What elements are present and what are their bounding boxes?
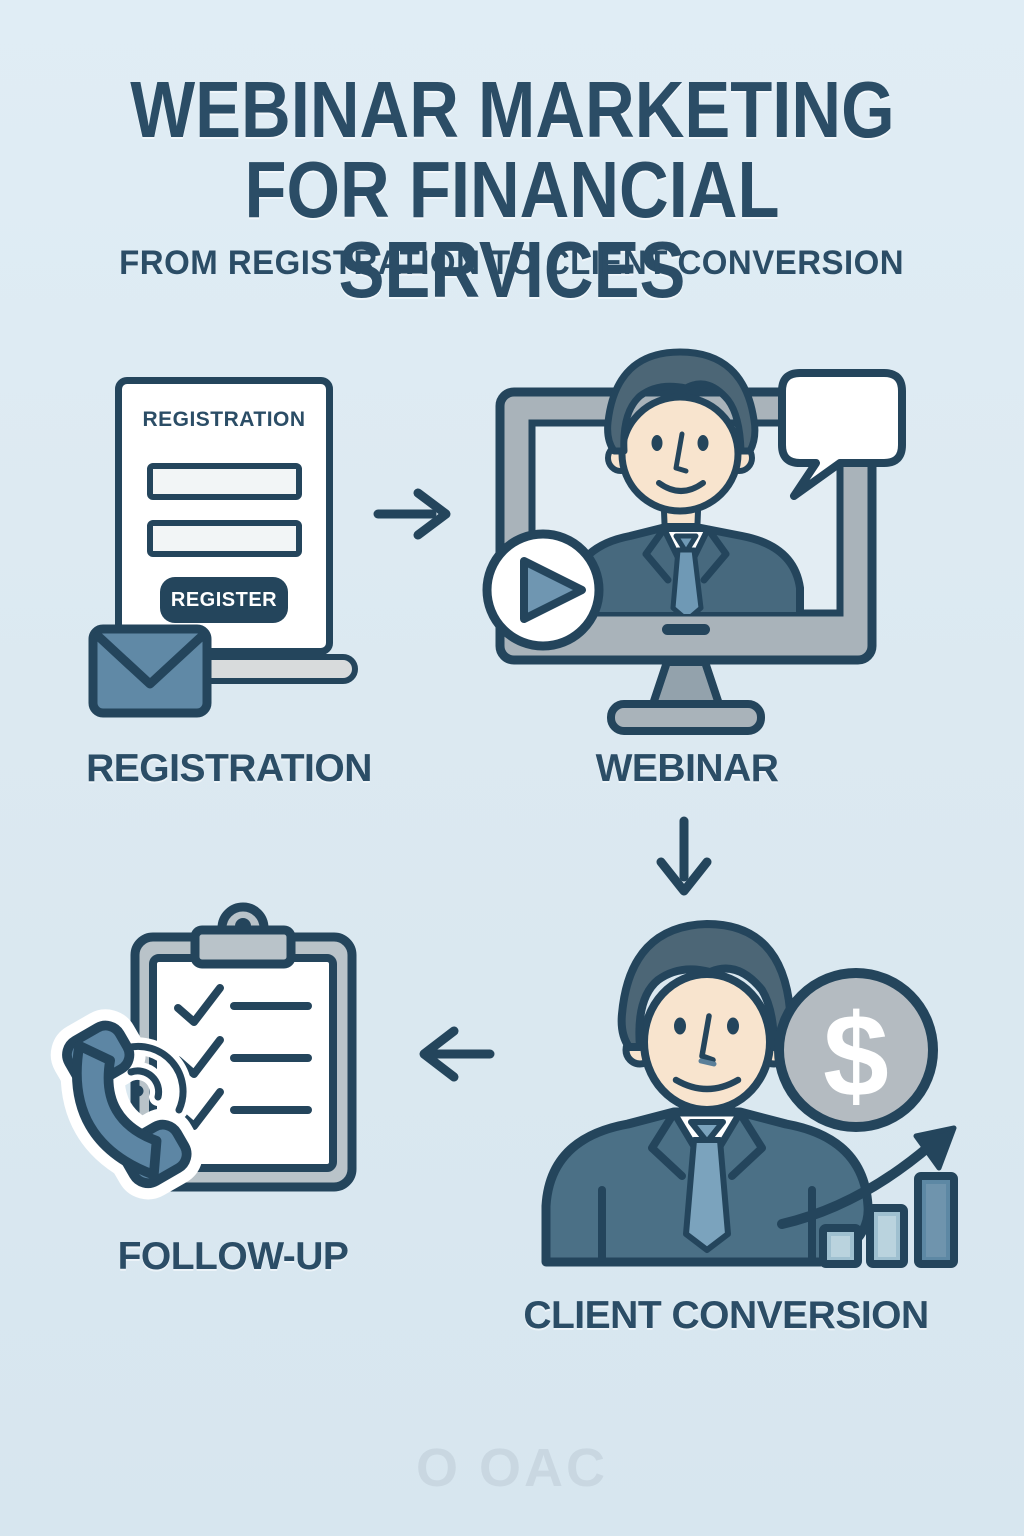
dollar-coin-icon: $: [774, 968, 938, 1132]
sound-waves: [122, 1042, 187, 1114]
step-label-registration: REGISTRATION: [86, 747, 372, 790]
speech-bubble-icon: [778, 369, 906, 500]
register-button: REGISTER: [160, 577, 288, 623]
email-envelope-icon: [88, 624, 212, 718]
step-label-webinar: WEBINAR: [595, 747, 779, 790]
registration-form-title: REGISTRATION: [142, 408, 306, 431]
dollar-symbol: $: [823, 990, 889, 1122]
arrow-down-icon: [656, 816, 712, 896]
step-label-follow-up: FOLLOW-UP: [117, 1235, 349, 1278]
client-conversion-icon: $: [541, 920, 958, 1268]
form-base-bar: [200, 654, 358, 684]
page-subtitle: FROM REGISTRATION TO CLIENT CONVERSION: [119, 244, 905, 282]
title-line-2: FOR FINANCIAL SERVICES: [244, 145, 780, 314]
monitor-button: [662, 624, 710, 635]
form-field-1: [147, 463, 302, 500]
monitor-base: [607, 700, 765, 735]
webinar-monitor-icon: [482, 348, 906, 735]
brand-watermark: O OAC: [415, 1438, 608, 1498]
hair: [604, 348, 759, 455]
step-label-client-conversion: CLIENT CONVERSION: [523, 1294, 929, 1337]
phone-handset-icon: [62, 1020, 192, 1189]
monitor-stand: [649, 658, 723, 708]
clipboard-checklist-icon: [50, 902, 357, 1200]
play-button-icon: [482, 529, 604, 651]
tie: [673, 533, 699, 555]
page-title: WEBINAR MARKETING FOR FINANCIAL SERVICES: [0, 70, 1024, 310]
arrow-left-icon: [419, 1026, 495, 1082]
title-line-1: WEBINAR MARKETING: [129, 65, 895, 154]
presenter-avatar: [568, 348, 804, 614]
tie: [688, 1119, 726, 1145]
arrow-right-icon: [373, 488, 451, 540]
registration-form-icon: REGISTRATION REGISTER: [115, 377, 333, 655]
growth-chart-icon: [777, 1125, 958, 1268]
form-field-2: [147, 520, 302, 557]
